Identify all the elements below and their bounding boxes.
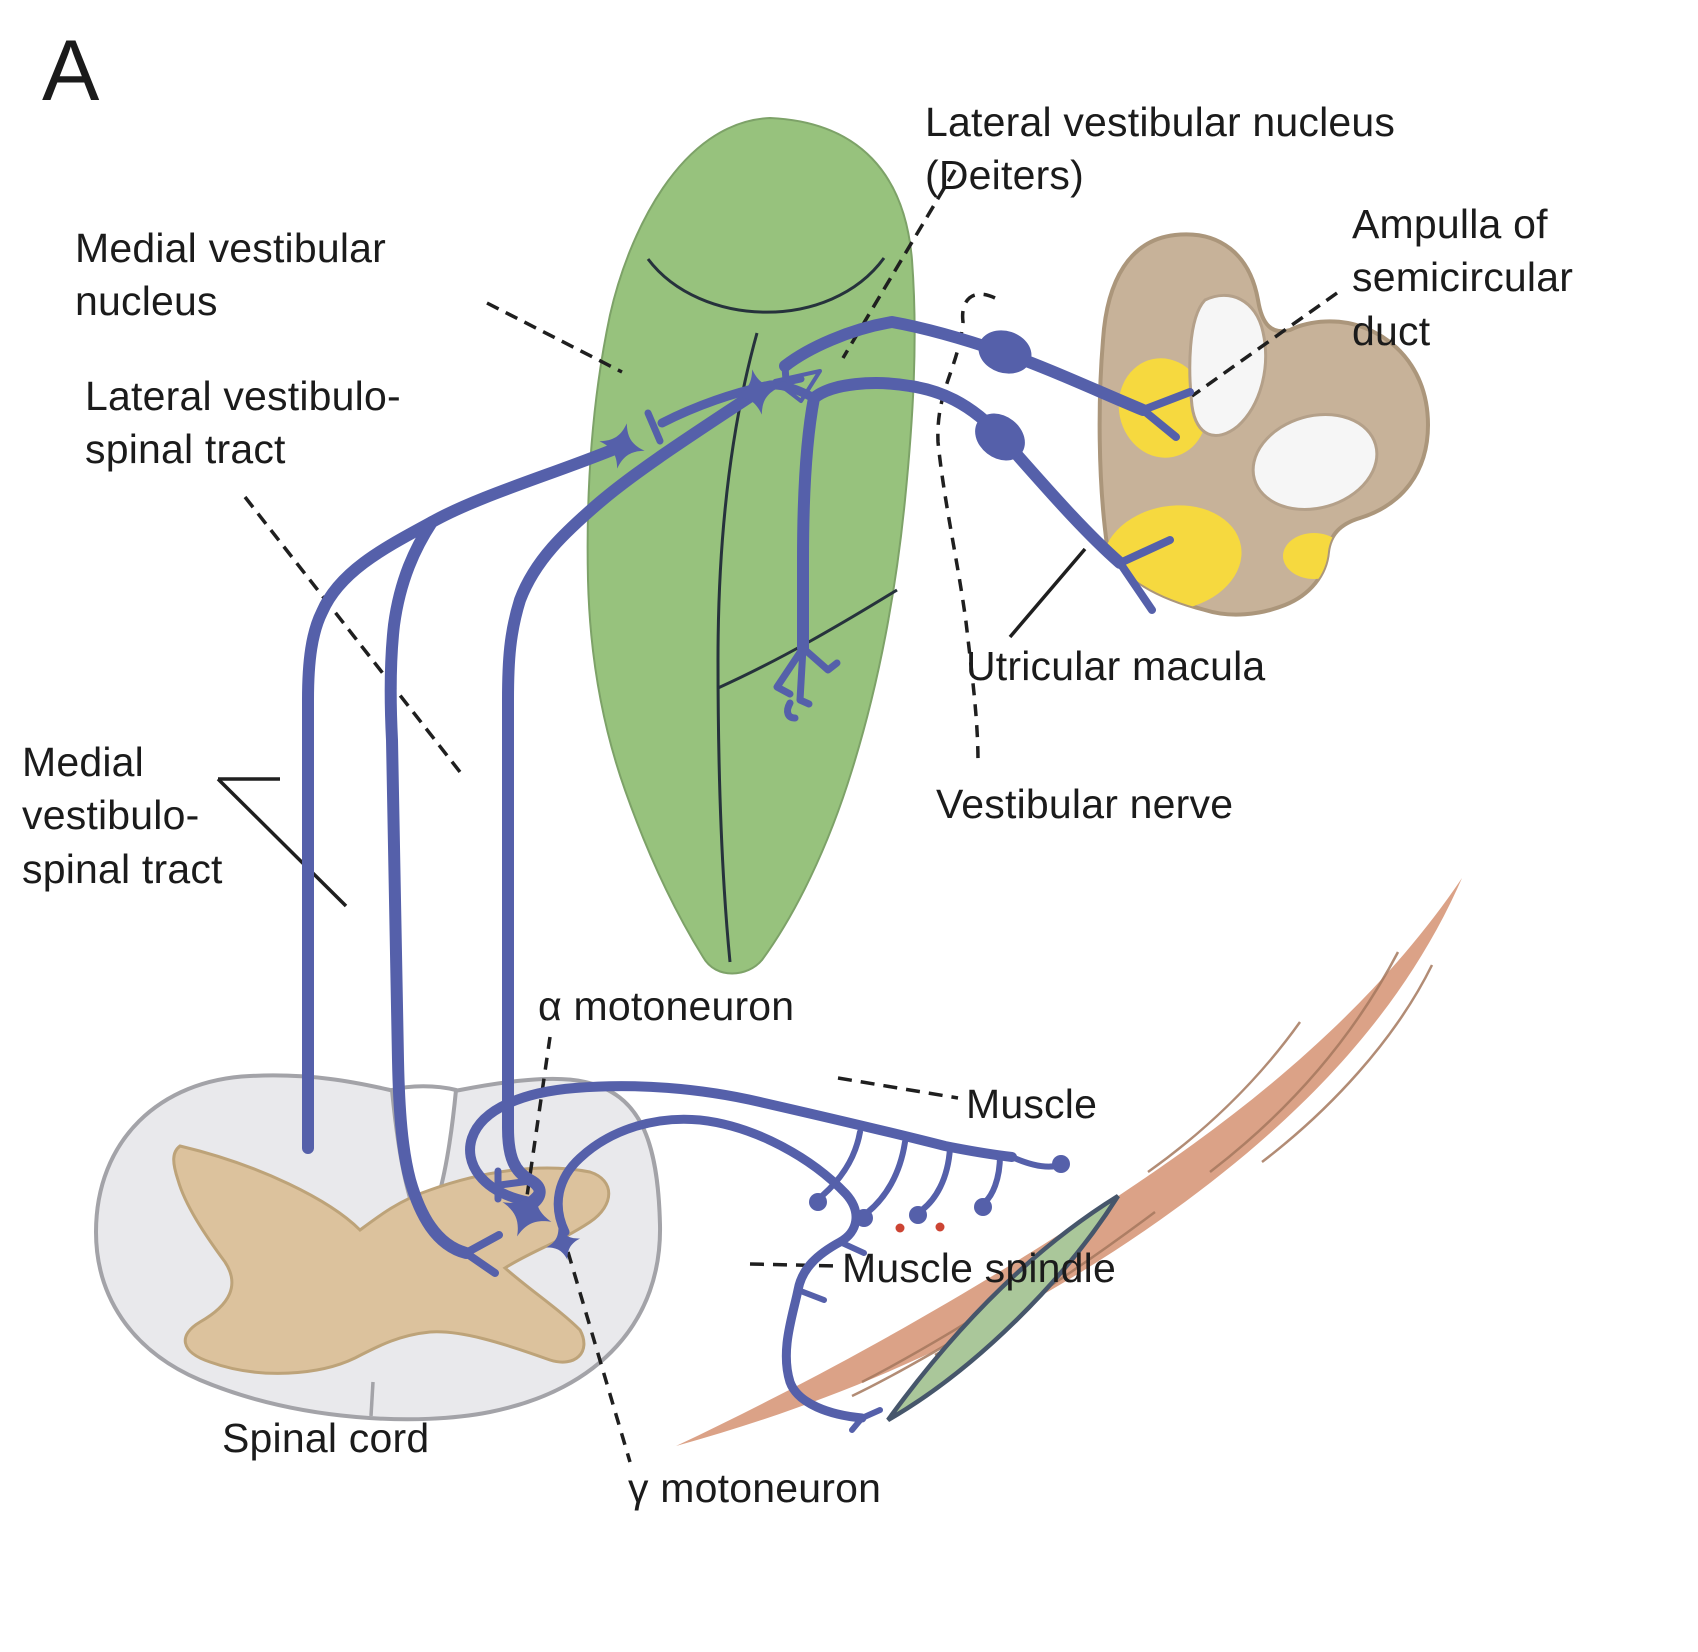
brainstem-shape	[586, 116, 916, 975]
muscle-spindle-body	[886, 1194, 1120, 1422]
label-lateral-vestibular-nucleus: Lateral vestibular nucleus (Deiters)	[925, 99, 1396, 199]
leader-ampulla	[1190, 291, 1339, 398]
label-medial-vestibulospinal-tract: Medial vestibulo- spinal tract	[22, 739, 223, 892]
leader-medial-vestibular-nucleus	[486, 301, 623, 374]
label-gamma-motoneuron: γ motoneuron	[628, 1465, 882, 1511]
neural-pathways	[302, 316, 1194, 1433]
saccular-patch	[1283, 533, 1345, 579]
muscle-shape	[676, 878, 1462, 1446]
gray-matter-butterfly	[172, 1144, 611, 1375]
brainstem-body	[586, 116, 916, 975]
label-vestibular-nerve: Vestibular nerve	[936, 781, 1234, 827]
neural-somata	[492, 330, 1070, 1265]
labyrinth-hole-lower	[1251, 412, 1379, 512]
leader-lateral-vestibular-nucleus	[841, 169, 957, 359]
brainstem-interior-lines	[646, 257, 898, 963]
label-lateral-vestibulospinal-tract: Lateral vestibulo- spinal tract	[85, 373, 401, 473]
leader-muscle	[837, 1076, 959, 1100]
label-muscle-spindle: Muscle spindle	[842, 1245, 1116, 1291]
leader-gamma-motoneuron	[566, 1251, 632, 1463]
label-spinal-cord: Spinal cord	[222, 1415, 430, 1461]
leader-muscle-spindle	[749, 1262, 839, 1268]
vestibular-ganglion-cell-lower	[975, 413, 1025, 461]
leader-medial-vestibulospinal-b	[216, 777, 348, 908]
label-utricular-macula: Utricular macula	[966, 643, 1266, 689]
label-alpha-motoneuron: α motoneuron	[538, 983, 795, 1029]
leader-utricular-macula	[1008, 547, 1087, 639]
motor-endplate-knobs	[809, 1155, 1070, 1227]
spinal-cord-shape	[93, 1073, 663, 1422]
endplate-red-dots	[895, 1222, 945, 1233]
vestibular-ganglion-cell-upper	[978, 330, 1032, 374]
panel-letter: A	[42, 23, 100, 119]
ampulla-patch	[1118, 358, 1208, 458]
ventral-median-line	[369, 1381, 375, 1417]
leader-lines	[216, 169, 1339, 1463]
medial-vestibulospinal-tracts	[302, 440, 628, 1277]
leader-vestibular-nerve	[936, 292, 996, 763]
labyrinth-hole-upper	[1188, 294, 1268, 437]
leader-lateral-vestibulospinal-tract	[243, 495, 462, 774]
label-medial-vestibular-nucleus: Medial vestibular nucleus	[75, 225, 387, 325]
label-ampulla: Ampulla of semicircular duct	[1352, 201, 1574, 354]
label-muscle: Muscle	[966, 1081, 1098, 1127]
gamma-motor-axon	[553, 1114, 883, 1433]
alpha-motor-axon	[465, 1081, 1059, 1215]
leader-alpha-motoneuron	[525, 1036, 552, 1197]
